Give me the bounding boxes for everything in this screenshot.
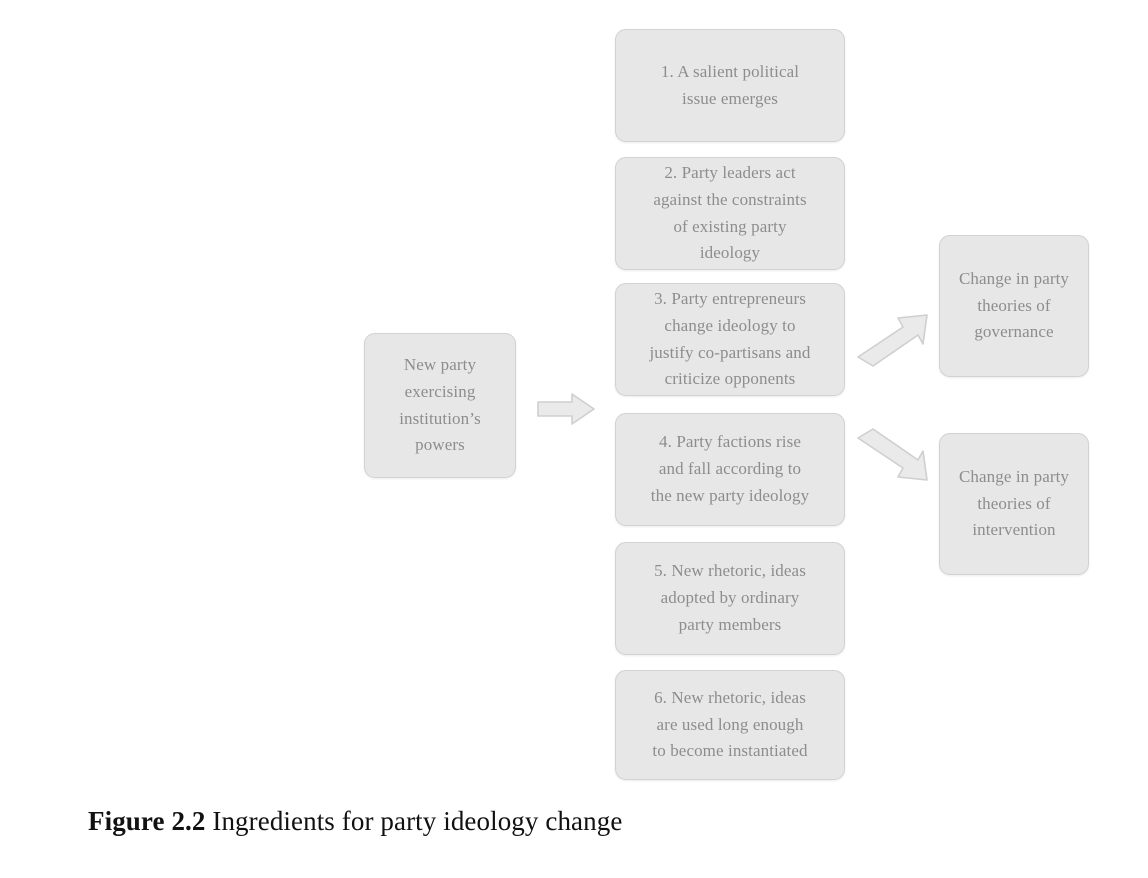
node-label: Change in party theories of intervention [958, 466, 1070, 540]
node-label: 5. New rhetoric, ideas adopted by ordina… [654, 561, 806, 634]
node-step-3[interactable]: 3. Party entrepreneurs change ideology t… [615, 283, 845, 396]
node-label: New party exercising institution’s power… [399, 354, 481, 455]
node-label: Change in party theories of governance [958, 268, 1070, 342]
node-step-1[interactable]: 1. A salient political issue emerges [615, 29, 845, 142]
node-label: 2. Party leaders act against the constra… [653, 162, 807, 263]
figure-caption-text: Ingredients for party ideology change [205, 806, 623, 836]
node-step-2[interactable]: 2. Party leaders act against the constra… [615, 157, 845, 270]
node-step-4[interactable]: 4. Party factions rise and fall accordin… [615, 413, 845, 526]
node-label: 3. Party entrepreneurs change ideology t… [649, 288, 811, 389]
node-label: 1. A salient political issue emerges [660, 61, 800, 108]
node-outcome-governance[interactable]: Change in party theories of governance [939, 235, 1089, 377]
node-label: 6. New rhetoric, ideas are used long eno… [652, 687, 808, 761]
node-step-6[interactable]: 6. New rhetoric, ideas are used long eno… [615, 670, 845, 780]
figure-caption-label: Figure 2.2 [88, 806, 206, 836]
arrow-source-to-steps-icon [537, 393, 595, 425]
arrow-steps-to-intervention-icon [857, 428, 928, 481]
node-step-5[interactable]: 5. New rhetoric, ideas adopted by ordina… [615, 542, 845, 655]
node-new-party-exercising-powers[interactable]: New party exercising institution’s power… [364, 333, 516, 478]
arrow-steps-to-governance-icon [857, 314, 928, 367]
node-outcome-intervention[interactable]: Change in party theories of intervention [939, 433, 1089, 575]
node-label: 4. Party factions rise and fall accordin… [650, 432, 810, 505]
figure-caption: Figure 2.2 Ingredients for party ideolog… [88, 806, 1088, 837]
